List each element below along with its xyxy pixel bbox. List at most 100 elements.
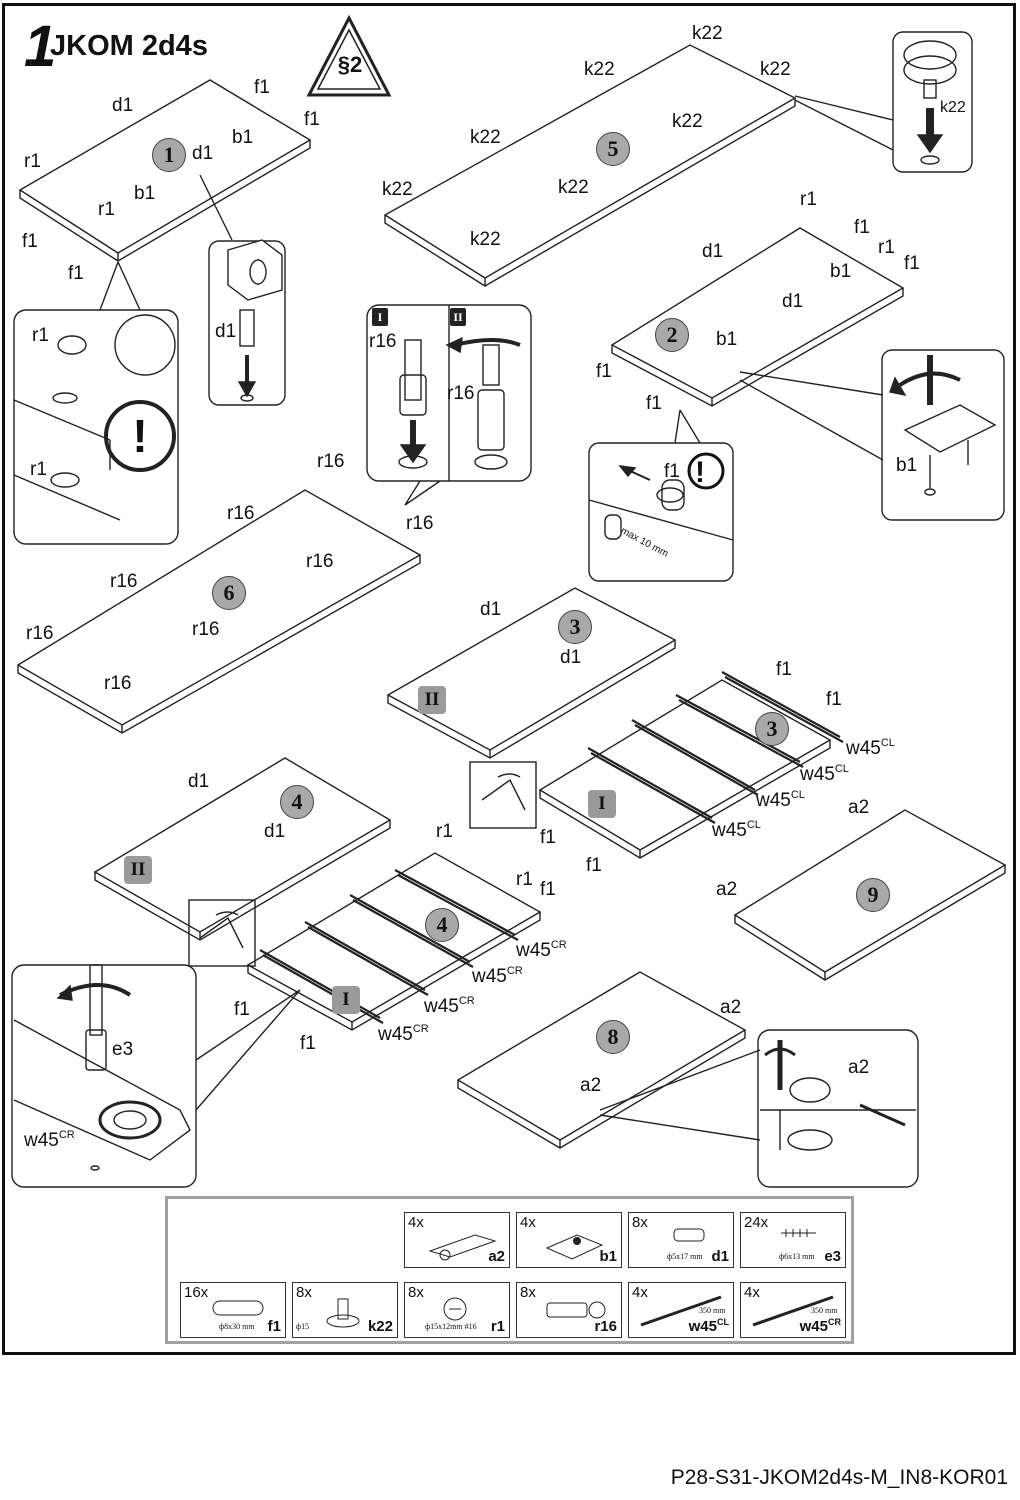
label-d1: d1 [264, 821, 286, 842]
panel-number-8: 8 [596, 1020, 630, 1054]
label-a2: a2 [716, 879, 738, 900]
label-r16: r16 [110, 571, 138, 592]
label-r16: r16 [227, 503, 255, 524]
document-id: P28-S31-JKOM2d4s-M_IN8-KOR01 [670, 1466, 1008, 1489]
svg-text:!: ! [132, 410, 147, 462]
drawer-slide-icon [752, 1295, 834, 1327]
label-w45-cr: w45CR [24, 1129, 75, 1151]
cam-lock-icon [443, 1297, 467, 1321]
svg-text:!: ! [695, 456, 705, 489]
label-r1: r1 [32, 325, 49, 346]
part-b1: 4x b1 [516, 1212, 622, 1268]
label-f1: f1 [540, 827, 556, 848]
label-r16: r16 [26, 623, 54, 644]
label-w45-cr: w45CR [378, 1023, 429, 1045]
part-f1: 16x ф8x30 mm f1 [180, 1282, 286, 1338]
label-d1: d1 [782, 291, 804, 312]
label-a2: a2 [848, 1057, 870, 1078]
label-r16: r16 [369, 331, 397, 352]
label-r16: r16 [317, 451, 345, 472]
label-f1: f1 [68, 263, 84, 284]
label-f1: f1 [304, 109, 320, 130]
label-r1: r1 [800, 189, 817, 210]
panel-number-4-front: 4 [425, 908, 459, 942]
shelf-pin-icon [673, 1228, 705, 1242]
roman-two-marker: II [450, 308, 466, 326]
label-r1: r1 [436, 821, 453, 842]
part-a2: 4x a2 [404, 1212, 510, 1268]
label-b1: b1 [830, 261, 852, 282]
page-frame [2, 3, 1016, 1355]
dowel-icon [212, 1300, 264, 1316]
cam-bolt-icon [546, 1301, 606, 1319]
label-r1: r1 [30, 459, 47, 480]
part-w45-cr: 4x 350 mm w45CR [740, 1282, 846, 1338]
label-b1: b1 [896, 455, 918, 476]
label-k22: k22 [760, 59, 791, 80]
label-f1: f1 [596, 361, 612, 382]
panel-number-2: 2 [655, 318, 689, 352]
model-title: JKOM 2d4s [50, 30, 208, 62]
label-k22: k22 [692, 23, 723, 44]
label-f1: f1 [300, 1033, 316, 1054]
part-w45-cl: 4x 350 mm w45CL [628, 1282, 734, 1338]
label-r1: r1 [24, 151, 41, 172]
roman-one-marker: I [372, 308, 388, 326]
roman-two-marker: II [418, 686, 446, 714]
label-k22: k22 [382, 179, 413, 200]
label-b1: b1 [232, 127, 254, 148]
screw-icon [781, 1229, 816, 1237]
panel-number-5: 5 [596, 132, 630, 166]
label-r16: r16 [306, 551, 334, 572]
label-d1: d1 [560, 647, 582, 668]
label-r1: r1 [516, 869, 533, 890]
label-r16: r16 [447, 383, 475, 404]
part-e3: 24x ф6x13 mm e3 [740, 1212, 846, 1268]
label-d1: d1 [215, 321, 237, 342]
label-k22: k22 [470, 127, 501, 148]
parts-list: 4x a2 4x b1 8x ф5x17 mm d1 24x ф6x13 mm … [165, 1196, 854, 1344]
glide-foot-icon [326, 1298, 360, 1328]
label-d1: d1 [192, 143, 214, 164]
roman-one-marker: I [332, 986, 360, 1014]
label-d1: d1 [188, 771, 210, 792]
roman-two-marker: II [124, 856, 152, 884]
part-r1: 8x ф15x12mm #16 r1 [404, 1282, 510, 1338]
label-e3: e3 [112, 1039, 134, 1060]
label-f1: f1 [646, 393, 662, 414]
label-f1: f1 [664, 461, 680, 482]
label-f1: f1 [904, 253, 920, 274]
label-r16: r16 [406, 513, 434, 534]
label-f1: f1 [854, 217, 870, 238]
part-d1: 8x ф5x17 mm d1 [628, 1212, 734, 1268]
label-b1: b1 [716, 329, 738, 350]
label-f1: f1 [234, 999, 250, 1020]
label-d1: d1 [112, 95, 134, 116]
label-f1: f1 [586, 855, 602, 876]
label-a2: a2 [848, 797, 870, 818]
part-r16: 8x r16 [516, 1282, 622, 1338]
label-k22: k22 [672, 111, 703, 132]
label-b1: b1 [134, 183, 156, 204]
label-r1: r1 [98, 199, 115, 220]
step-number: 1 [24, 14, 56, 79]
label-r16: r16 [192, 619, 220, 640]
label-k22: k22 [470, 229, 501, 250]
label-k22: k22 [940, 99, 966, 116]
label-f1: f1 [254, 77, 270, 98]
label-d1: d1 [480, 599, 502, 620]
label-r16: r16 [104, 673, 132, 694]
label-f1: f1 [22, 231, 38, 252]
panel-number-3-front: 3 [755, 712, 789, 746]
label-r1: r1 [878, 237, 895, 258]
panel-number-3: 3 [558, 610, 592, 644]
mounting-plate-icon [545, 1234, 604, 1260]
label-f1: f1 [540, 879, 556, 900]
label-w45-cl: w45CL [712, 819, 761, 841]
hinge-icon [428, 1234, 497, 1261]
label-a2: a2 [720, 997, 742, 1018]
label-w45-cr: w45CR [472, 965, 523, 987]
panel-number-1: 1 [152, 138, 186, 172]
label-w45-cr: w45CR [516, 939, 567, 961]
panel-number-4: 4 [280, 785, 314, 819]
